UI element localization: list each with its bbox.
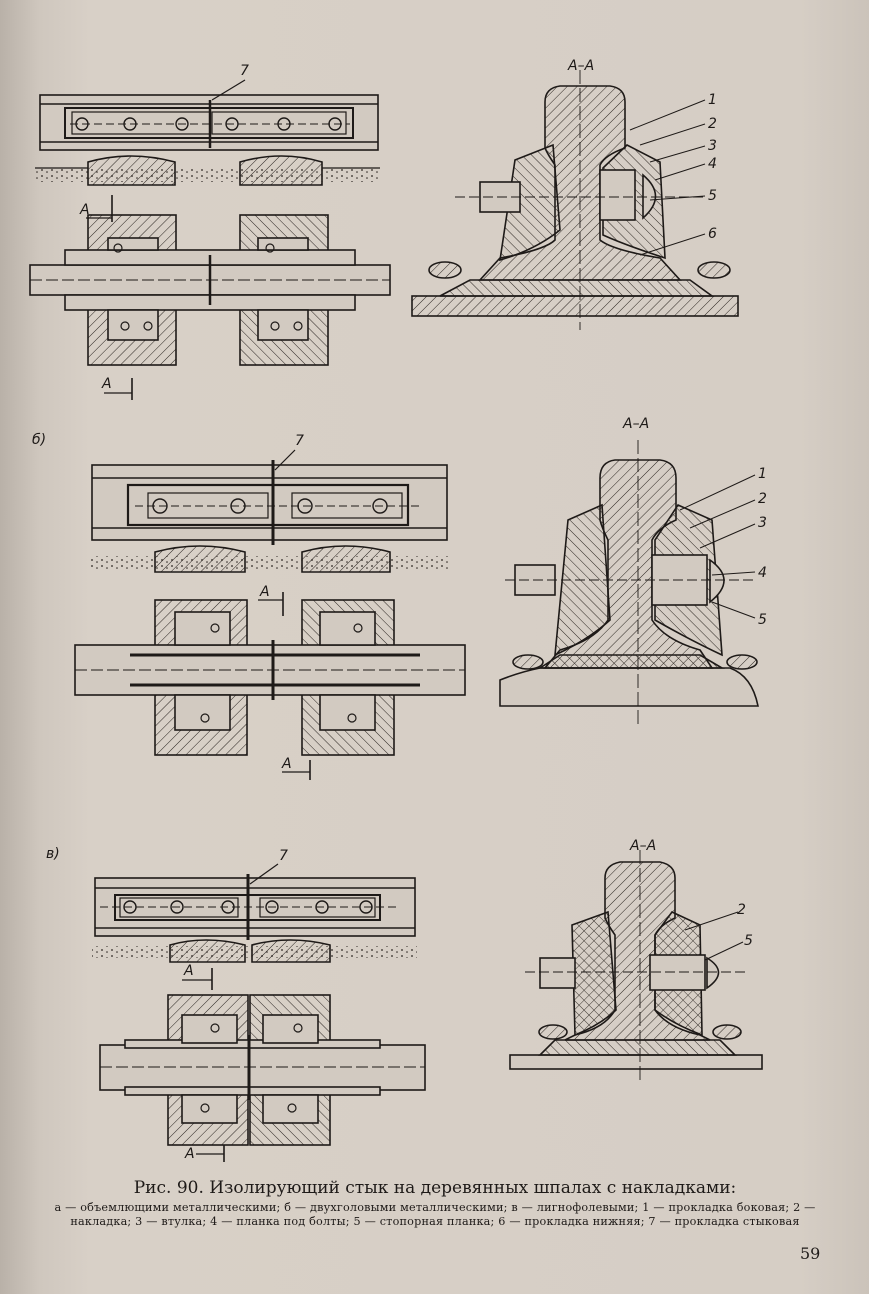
callout-a-7: 7 [240,63,249,79]
callout-v-5: 5 [744,933,753,949]
callout-b-2: 2 [758,491,767,507]
panel-a-section [411,70,739,330]
callout-v-2: 2 [737,902,746,918]
panel-b-section-callouts: 1 2 3 4 5 [758,466,767,628]
figure-caption-legend: а — объемлющими металлическими; б — двух… [54,1201,816,1228]
panel-label-b: б) [32,432,46,448]
callout-v-7: 7 [279,848,288,864]
cut-mark-b-top: А [259,584,270,600]
panel-b-plan-view [74,592,466,780]
panel-v-side-view [92,863,417,963]
cut-mark-a-top: А [79,202,90,218]
callout-a-6: 6 [708,226,717,242]
figure-caption-title: Рис. 90. Изолирующий стык на деревянных … [133,1178,737,1198]
panel-a-section-callouts: 1 2 3 4 5 6 [708,92,717,242]
callout-b-7: 7 [295,433,304,449]
panel-b-side-view [88,449,448,573]
callout-a-1: 1 [708,92,717,108]
panel-v-plan-view [99,968,426,1162]
callout-b-3: 3 [758,515,767,531]
callout-b-5: 5 [758,612,767,628]
panel-v-section-callouts: 2 5 [737,902,753,949]
panel-a-plan-view [29,195,391,400]
cut-mark-a-bottom: А [101,376,112,392]
callout-a-4: 4 [708,156,717,172]
cut-mark-v-top: А [183,963,194,979]
callout-b-1: 1 [758,466,767,482]
panel-v-section [509,850,763,1080]
section-mark-v: А–А [629,838,656,854]
callout-a-5: 5 [708,188,717,204]
callout-a-3: 3 [708,138,717,154]
panel-b-section [499,440,759,725]
section-mark-b: А–А [622,416,649,432]
cut-mark-v-bottom: А [184,1146,195,1162]
panel-label-v: в) [46,846,60,862]
cut-mark-b-bottom: А [281,756,292,772]
page-number: 59 [800,1244,821,1263]
callout-b-4: 4 [758,565,767,581]
panel-a-side-view [35,79,380,186]
callout-a-2: 2 [708,116,717,132]
section-mark-a: А–А [567,58,594,74]
